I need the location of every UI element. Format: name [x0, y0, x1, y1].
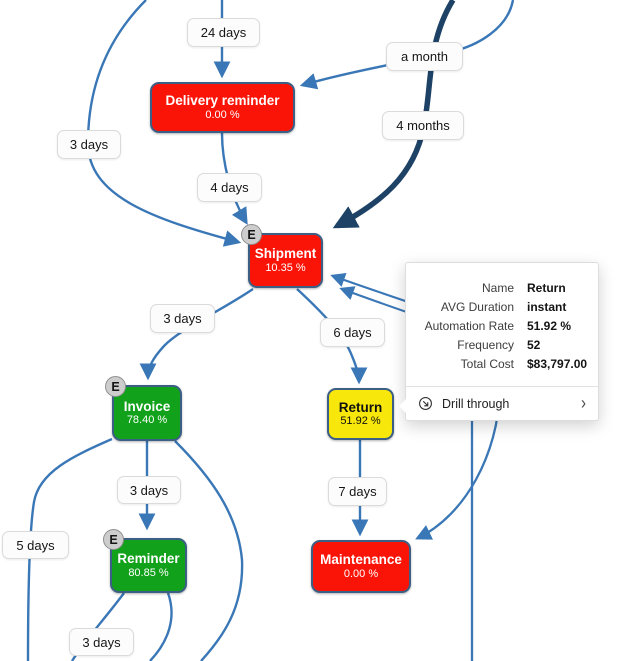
node-return[interactable]: Return 51.92 %: [327, 388, 394, 440]
drill-through-label: Drill through: [442, 396, 510, 411]
edge-invoice-down-right[interactable]: [174, 440, 244, 661]
tooltip-row-value: instant: [527, 299, 567, 314]
tooltip-row-avg-duration: AVG Duration instant: [418, 297, 584, 316]
edge-label-a-month[interactable]: a month: [386, 42, 463, 71]
tooltip-panel: Name Return AVG Duration instant Automat…: [399, 262, 599, 421]
edge-reminder-down-right[interactable]: [149, 592, 173, 661]
edge-label-5-days[interactable]: 5 days: [2, 531, 69, 559]
tooltip-row-label: Automation Rate: [424, 318, 514, 333]
edge-label-3-days-invoice-reminder[interactable]: 3 days: [117, 476, 181, 504]
tooltip-row-frequency: Frequency 52: [418, 335, 584, 354]
node-maintenance-label: Maintenance: [320, 552, 402, 568]
node-shipment-label: Shipment: [254, 246, 317, 262]
node-invoice-rate: 78.40 %: [126, 414, 168, 427]
tooltip-row-total-cost: Total Cost $83,797.00: [418, 354, 588, 373]
edge-label-3-days-shipment-invoice[interactable]: 3 days: [150, 304, 215, 333]
edge-label-3-days-top-left[interactable]: 3 days: [57, 130, 121, 159]
node-return-label: Return: [338, 399, 383, 415]
event-badge-icon: E: [103, 529, 124, 550]
tooltip-row-value: 51.92 %: [527, 318, 572, 333]
node-maintenance-rate: 0.00 %: [343, 567, 379, 580]
node-reminder[interactable]: E Reminder 80.85 %: [103, 529, 187, 593]
node-delivery-reminder-label: Delivery reminder: [165, 93, 280, 109]
chevron-right-icon[interactable]: ›: [581, 392, 586, 415]
tooltip-row-label: Name: [481, 280, 514, 295]
tooltip-row-name: Name Return: [418, 278, 584, 297]
node-delivery-reminder[interactable]: Delivery reminder 0.00 %: [150, 82, 295, 133]
event-badge-icon: E: [241, 224, 262, 245]
tooltip-row-automation-rate: Automation Rate 51.92 %: [418, 316, 584, 335]
edge-label-7-days[interactable]: 7 days: [328, 477, 387, 506]
tooltip-rows: Name Return AVG Duration instant Automat…: [406, 263, 598, 386]
node-maintenance[interactable]: Maintenance 0.00 %: [311, 540, 411, 593]
edge-shipment-to-return-6days[interactable]: [296, 288, 368, 385]
node-invoice-label: Invoice: [123, 398, 171, 414]
node-delivery-reminder-rate: 0.00 %: [205, 108, 240, 121]
node-return-rate: 51.92 %: [340, 415, 381, 428]
tooltip-row-label: Frequency: [457, 337, 514, 352]
edge-shipment-to-invoice-3days[interactable]: [139, 288, 254, 381]
node-reminder-rate: 80.85 %: [128, 566, 169, 579]
edge-label-4-days[interactable]: 4 days: [197, 173, 262, 202]
tooltip-divider: [406, 386, 598, 387]
node-shipment[interactable]: E Shipment 10.35 %: [241, 224, 323, 288]
event-badge-icon: E: [105, 376, 126, 397]
drill-through-icon: [419, 397, 432, 410]
drill-through-button[interactable]: Drill through ›: [406, 387, 598, 420]
edge-label-6-days[interactable]: 6 days: [320, 318, 385, 347]
edge-label-24-days[interactable]: 24 days: [187, 18, 260, 47]
node-reminder-label: Reminder: [117, 551, 180, 567]
tooltip-row-label: Total Cost: [460, 356, 514, 371]
edge-label-3-days-bottom[interactable]: 3 days: [69, 628, 134, 656]
edge-invoice-5days-down[interactable]: [26, 437, 113, 661]
tooltip-row-label: AVG Duration: [440, 299, 514, 314]
tooltip-row-value: $83,797.00: [527, 356, 588, 371]
tooltip-row-value: 52: [527, 337, 541, 352]
node-invoice[interactable]: E Invoice 78.40 %: [105, 376, 182, 441]
edge-label-4-months[interactable]: 4 months: [382, 111, 464, 140]
node-shipment-rate: 10.35 %: [265, 261, 306, 274]
tooltip-row-value: Return: [527, 280, 566, 295]
